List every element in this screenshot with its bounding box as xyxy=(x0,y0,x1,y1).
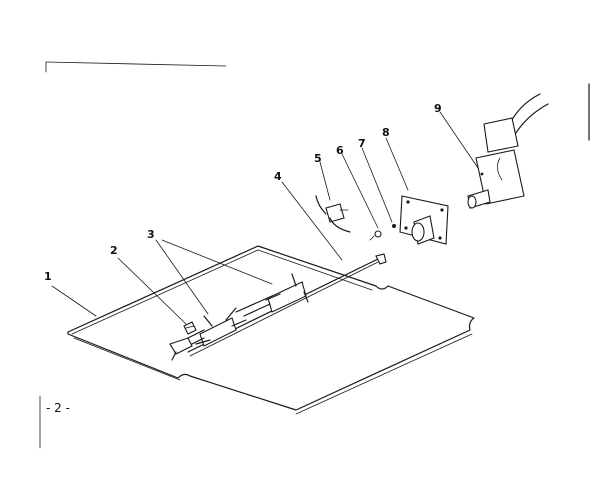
callout-6: 6 xyxy=(336,144,344,157)
callout-labels: 1 2 3 4 5 6 7 8 9 xyxy=(44,102,442,283)
page-border xyxy=(39,61,590,449)
callout-5: 5 xyxy=(314,152,322,165)
page-number: - 2 - xyxy=(46,401,70,415)
leader-lines xyxy=(51,111,479,325)
callout-4: 4 xyxy=(274,170,282,183)
callout-3: 3 xyxy=(147,228,155,241)
motor-mounting-bracket xyxy=(399,195,449,245)
callout-7: 7 xyxy=(358,137,366,150)
oven-rack-frame xyxy=(67,245,475,415)
thumbscrew xyxy=(169,321,211,361)
callout-1: 1 xyxy=(44,270,52,283)
callout-2: 2 xyxy=(110,244,118,257)
spit-forks xyxy=(175,273,309,351)
screw xyxy=(392,224,396,228)
rotisserie-motor xyxy=(467,93,549,209)
washer xyxy=(369,230,382,241)
motor-plug xyxy=(315,195,351,233)
callout-8: 8 xyxy=(382,126,390,139)
callout-9: 9 xyxy=(434,102,442,115)
